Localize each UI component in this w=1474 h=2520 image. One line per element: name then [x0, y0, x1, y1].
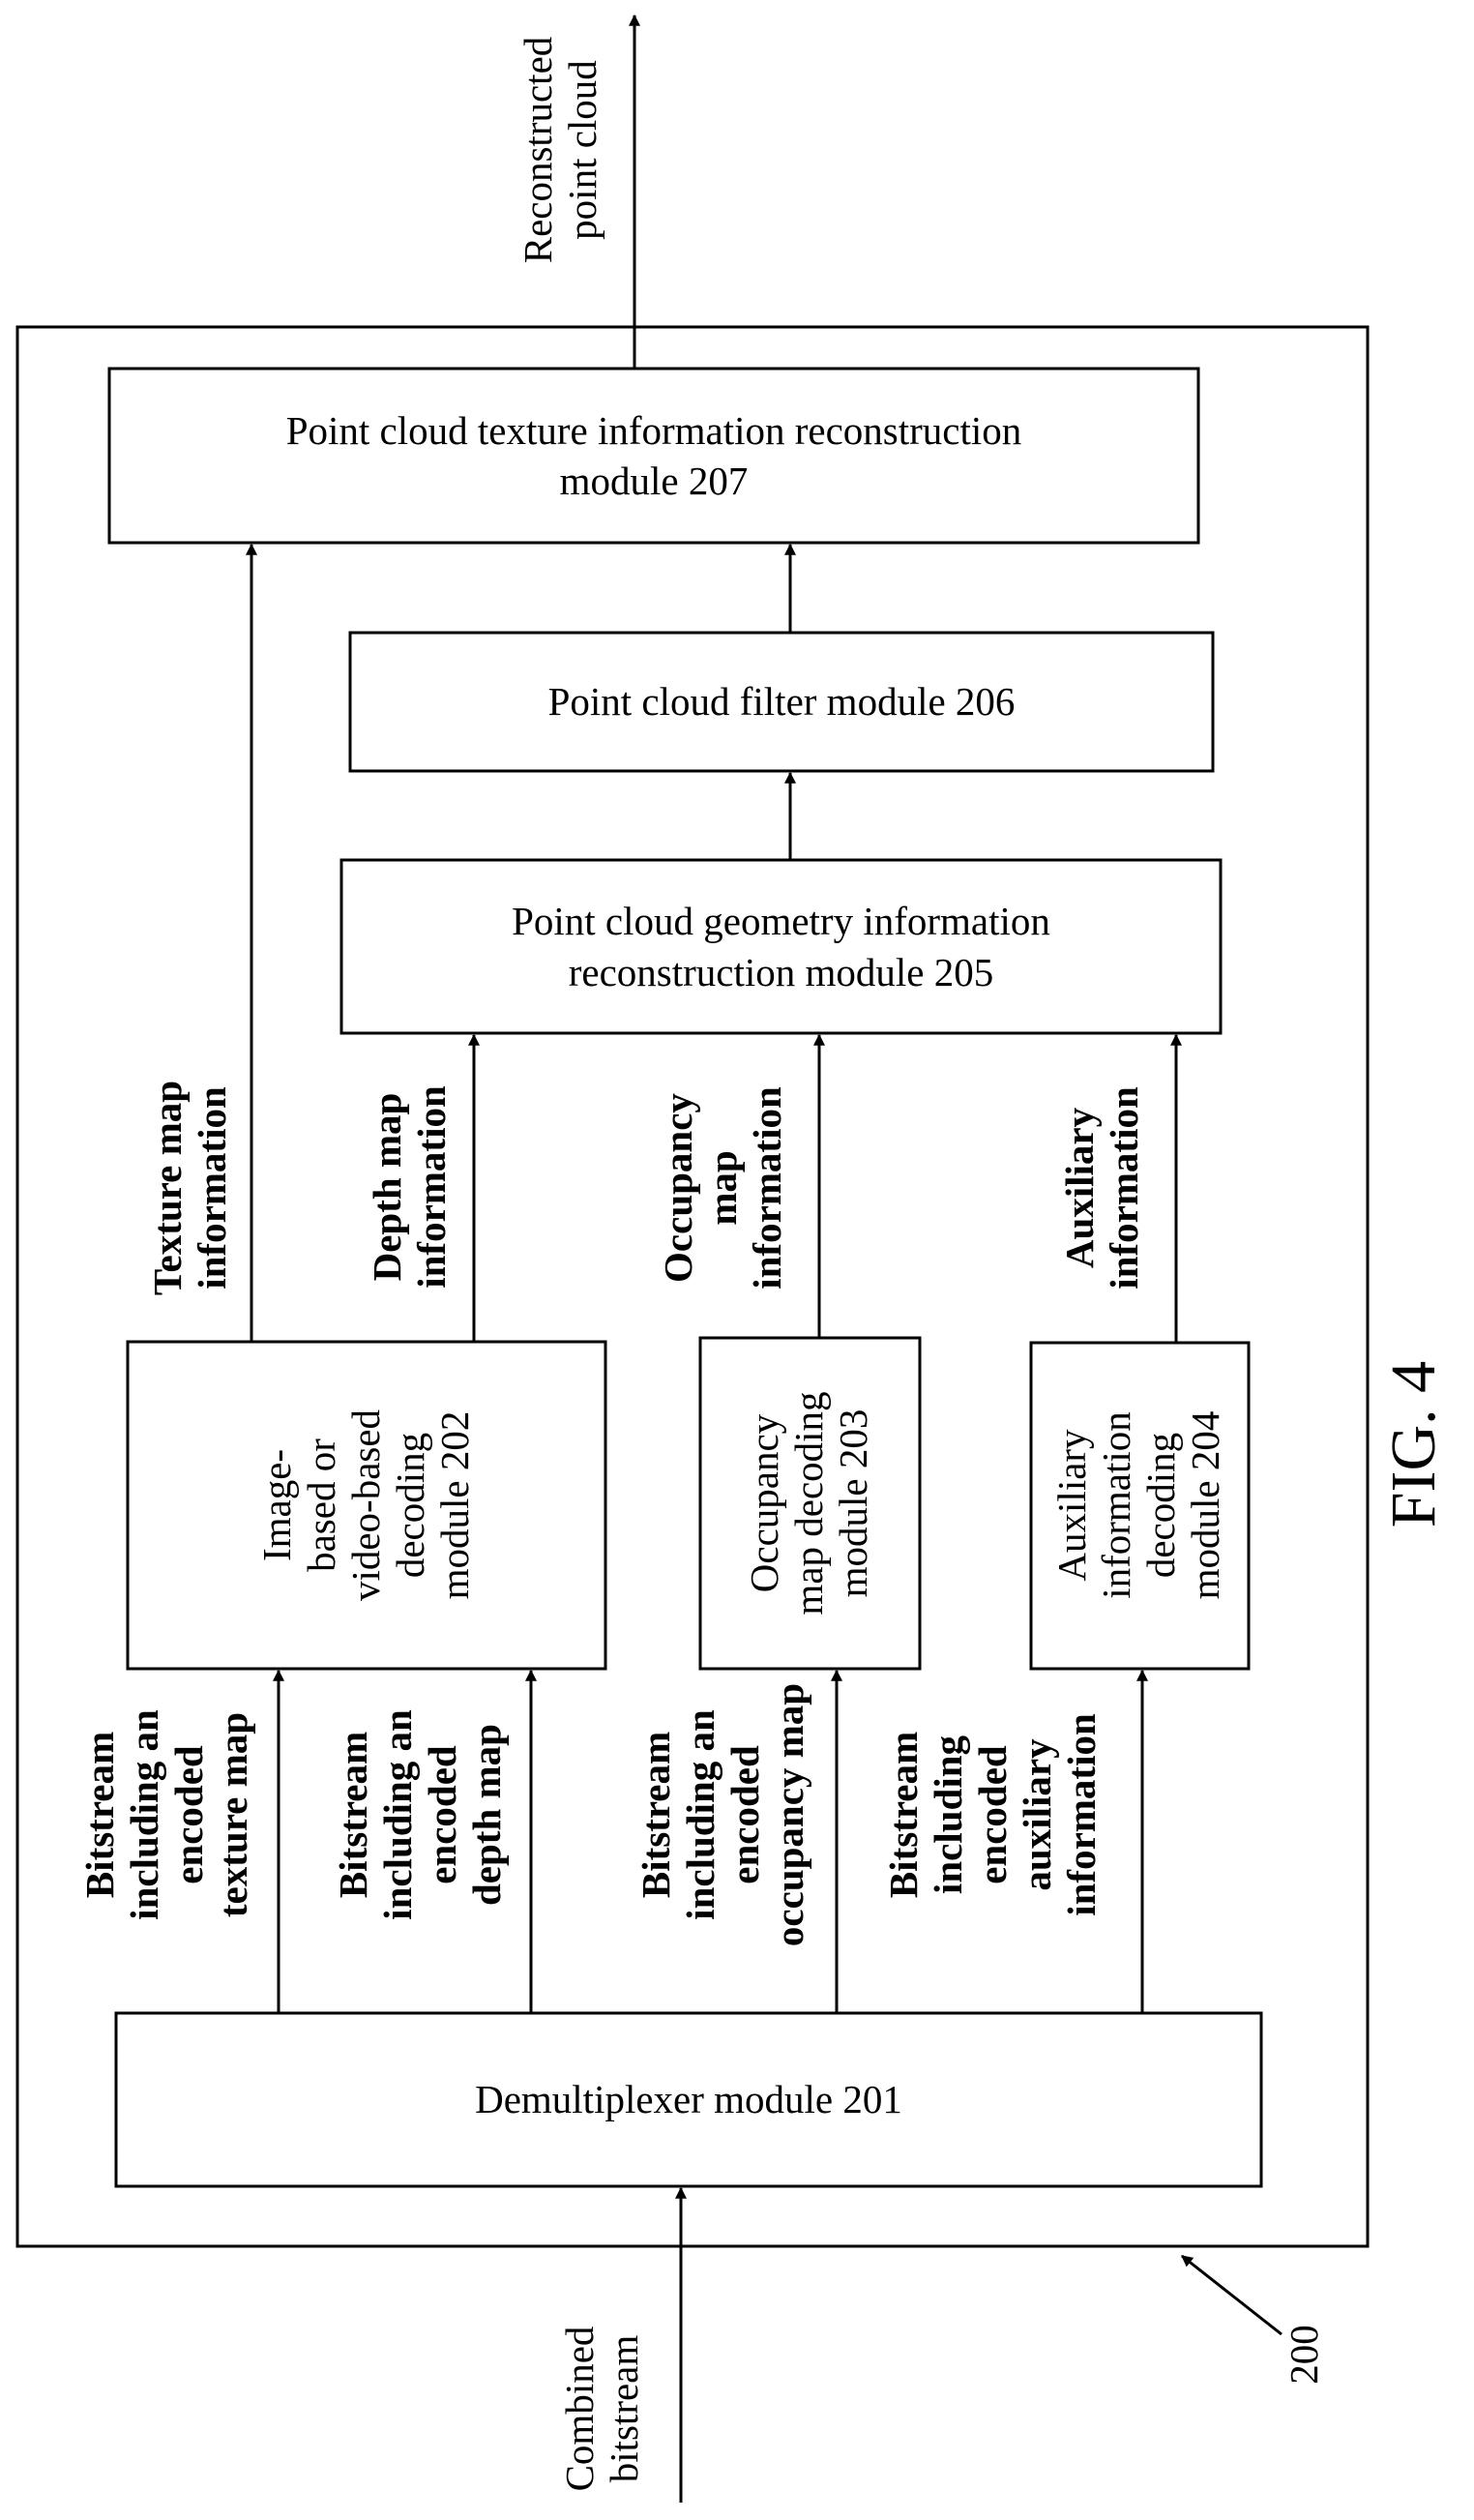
module-206-label: Point cloud filter module 206 [350, 633, 1213, 771]
module-207-label: Point cloud texture information reconstr… [109, 369, 1198, 543]
bs-texture-label: Bitstream including an encoded texture m… [66, 1670, 269, 1960]
module-205-label: Point cloud geometry information reconst… [341, 860, 1221, 1033]
module-202-label: Image- based or video-based decoding mod… [221, 1350, 512, 1660]
texture-map-info-label: Texture map information [137, 1057, 244, 1319]
bs-occupancy-label: Bitstream including an encoded occupancy… [622, 1670, 825, 1960]
output-label: Reconstructed point cloud [508, 5, 614, 295]
module-201-label: Demultiplexer module 201 [116, 2013, 1261, 2186]
system-ref-label: 200 [1276, 2306, 1334, 2403]
occupancy-map-info-label: Occupancy map information [646, 1057, 801, 1319]
bs-auxiliary-label: Bitstream including encoded auxiliary in… [868, 1670, 1119, 1960]
input-label: Combined bitstream [549, 2298, 656, 2520]
auxiliary-info-label: Auxiliary information [1049, 1057, 1156, 1319]
module-204-label: Auxiliary information decoding module 20… [1043, 1350, 1236, 1660]
depth-map-info-label: Depth map information [357, 1056, 463, 1318]
module-203-label: Occupancy map decoding module 203 [713, 1349, 906, 1658]
figure-label: FIG. 4 [1371, 1319, 1458, 1570]
bs-depth-label: Bitstream including an encoded depth map [319, 1670, 522, 1960]
